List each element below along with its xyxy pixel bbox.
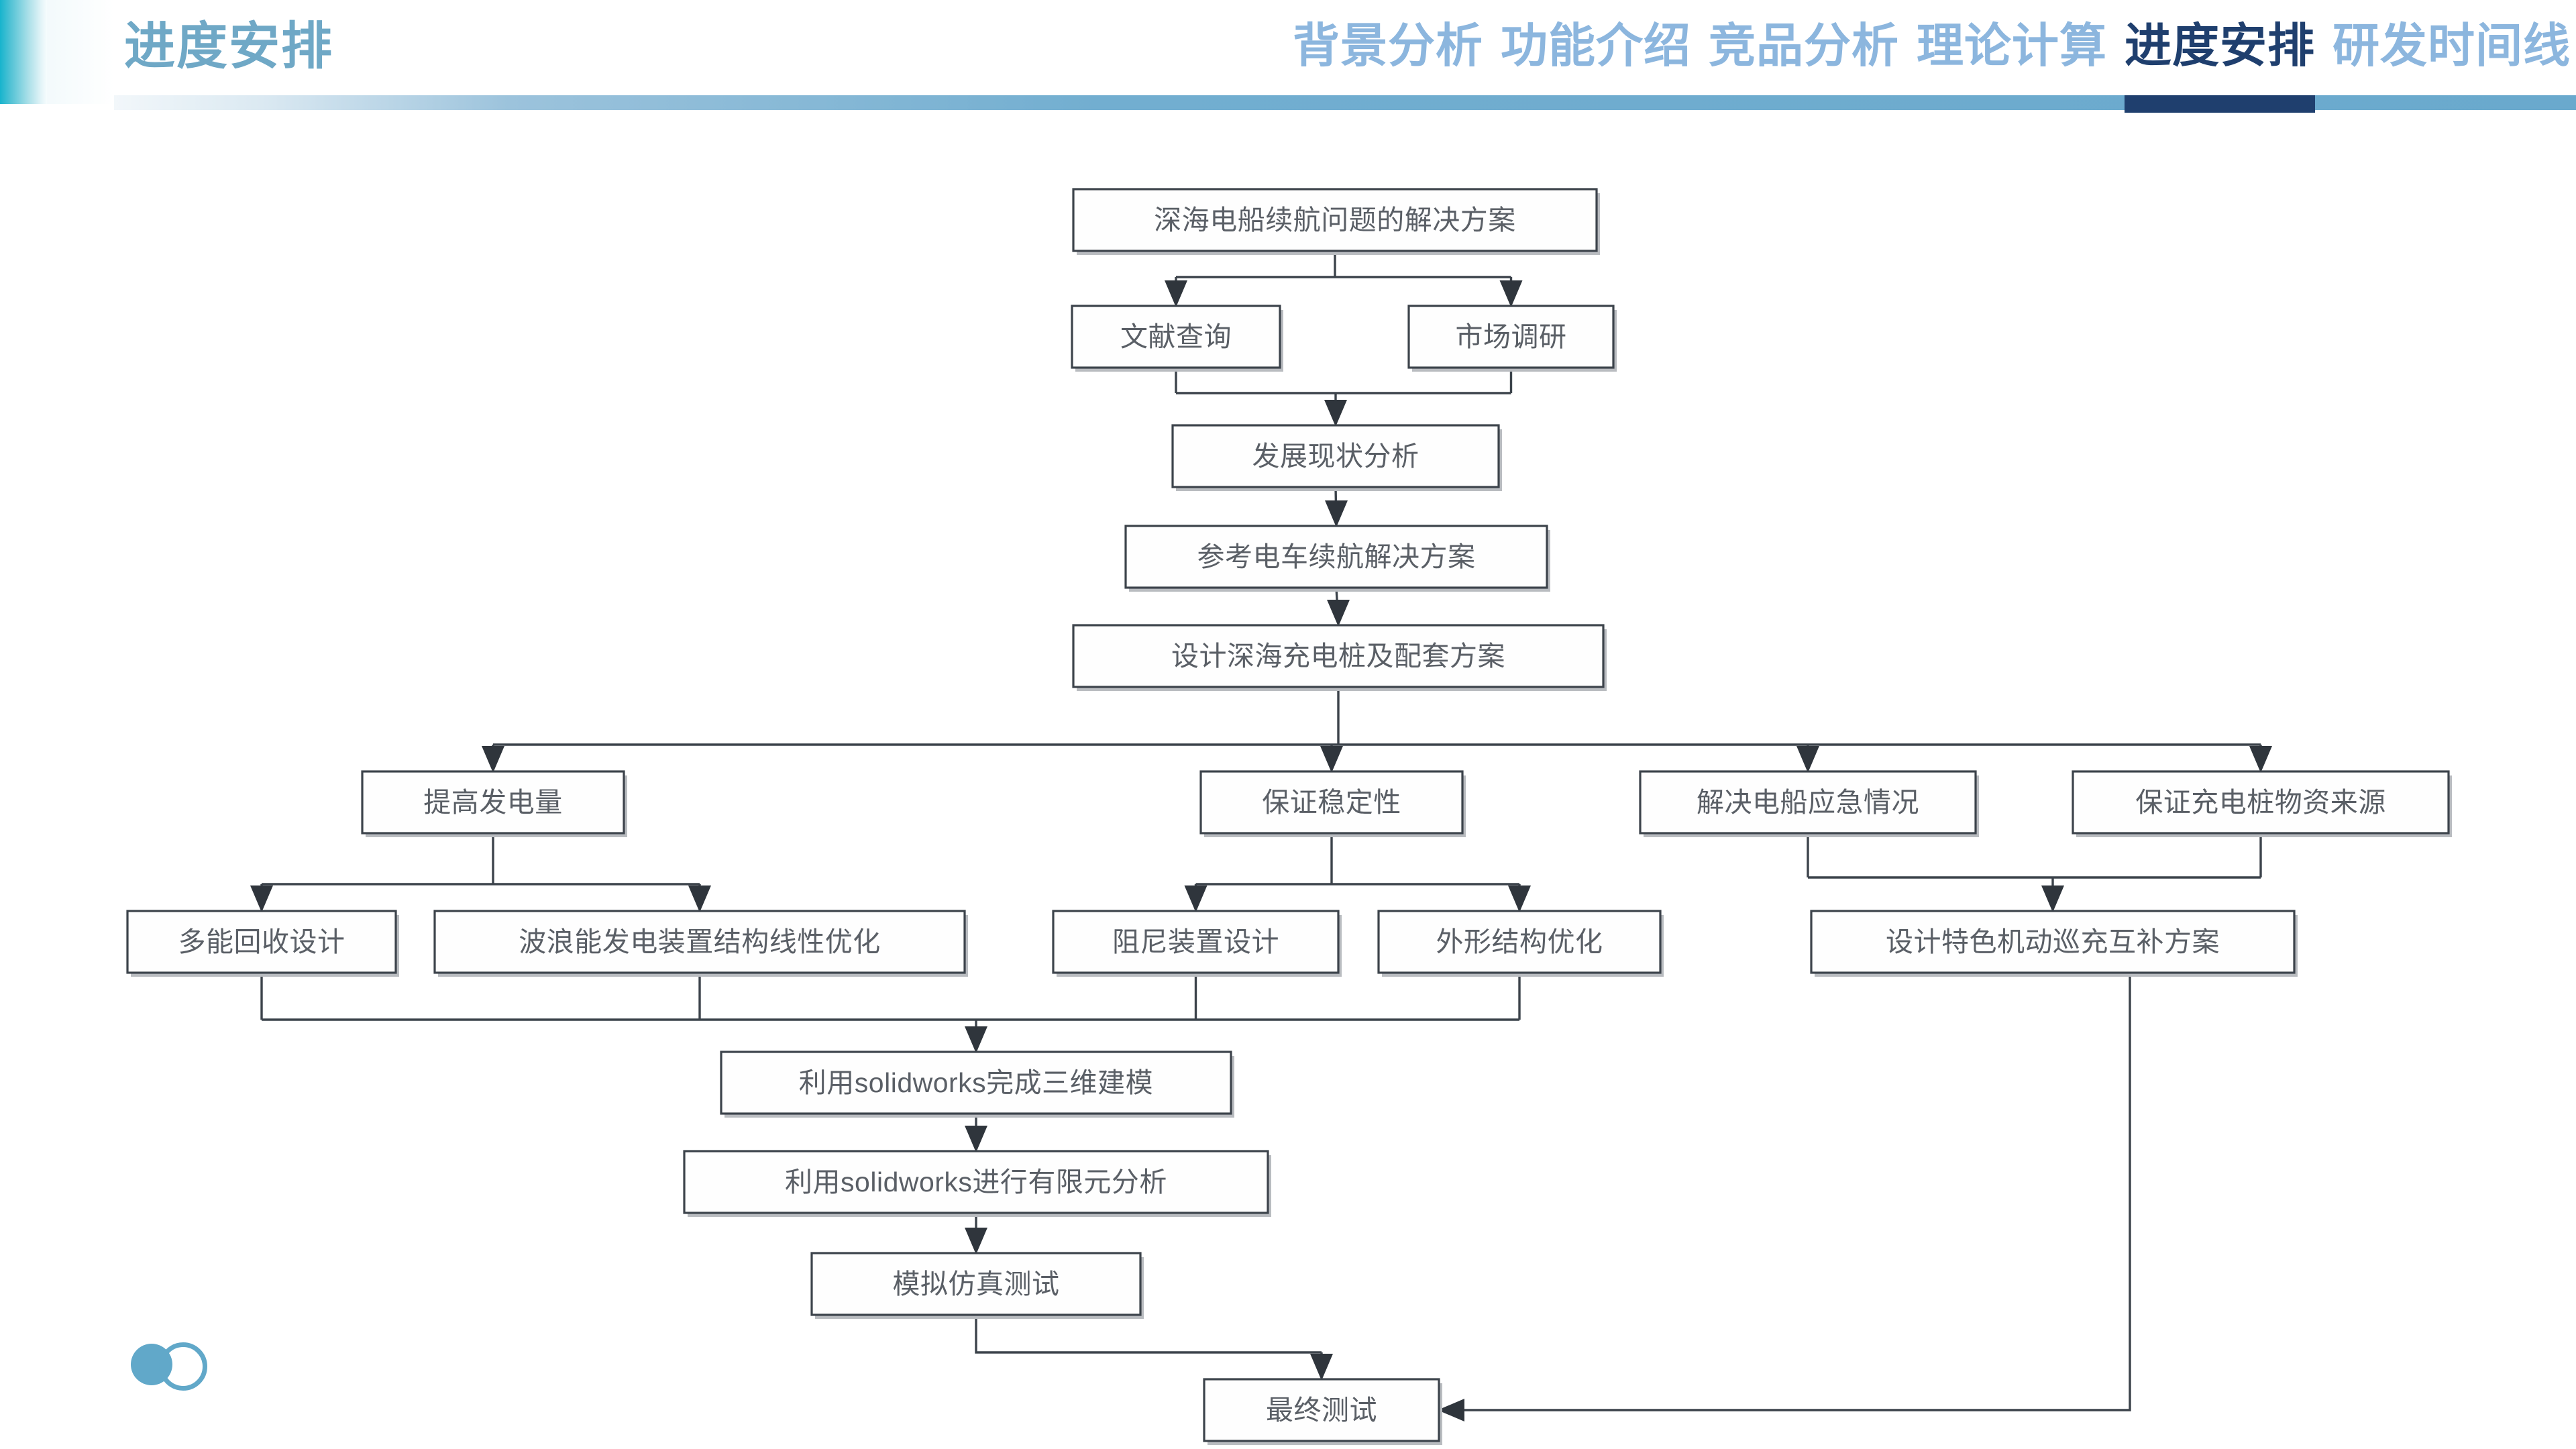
flow-node-label: 文献查询	[1120, 321, 1232, 352]
left-accent-gradient	[0, 0, 47, 104]
flowchart-area: 深海电船续航问题的解决方案文献查询 市场调研发展现状分析参考电车续航解决方案设计深…	[0, 113, 2576, 1449]
flow-node-label: 阻尼装置设计	[1112, 926, 1279, 957]
flowchart-edges	[250, 251, 2272, 1421]
flow-node-label: 设计深海充电桩及配套方案	[1171, 641, 1505, 672]
flow-node-label: 设计特色机动巡充互补方案	[1886, 926, 2220, 957]
tab-5-active[interactable]: 进度安排	[2125, 19, 2315, 72]
tab-6[interactable]: 研发时间线	[2332, 19, 2571, 72]
flow-node-label: 波浪能发电装置结构线性优化	[519, 926, 881, 957]
nav-tabs[interactable]: 背景分析功能介绍竞品分析理论计算进度安排研发时间线	[1293, 12, 2571, 79]
divider-active-indicator	[2125, 95, 2315, 113]
flow-node-label: 参考电车续航解决方案	[1197, 541, 1476, 572]
tab-1[interactable]: 背景分析	[1293, 19, 1483, 72]
decorative-circles	[131, 1338, 218, 1392]
tab-2[interactable]: 功能介绍	[1501, 19, 1691, 72]
flow-node-label: 市场调研	[1456, 321, 1567, 352]
flow-node-label: 外形结构优化	[1436, 926, 1603, 957]
flow-node-label: 最终测试	[1266, 1395, 1377, 1426]
left-accent-fade	[47, 0, 114, 104]
page-title: 进度安排	[124, 18, 333, 75]
flow-node-label: 利用solidworks进行有限元分析	[785, 1167, 1167, 1197]
tab-4[interactable]: 理论计算	[1917, 19, 2107, 72]
divider-line	[114, 95, 2576, 110]
flow-node-label: 深海电船续航问题的解决方案	[1154, 205, 1516, 235]
header-divider	[0, 95, 2576, 113]
flow-node-label: 发展现状分析	[1252, 441, 1419, 472]
flow-node-label: 提高发电量	[423, 787, 563, 818]
outline-circle-icon	[159, 1342, 207, 1391]
slide-header: 进度安排 背景分析功能介绍竞品分析理论计算进度安排研发时间线	[0, 0, 2576, 113]
flow-node-label: 保证稳定性	[1262, 787, 1401, 818]
flow-node-label: 保证充电桩物资来源	[2135, 787, 2386, 818]
flow-node-label: 模拟仿真测试	[893, 1269, 1060, 1299]
flow-node-label: 多能回收设计	[178, 926, 345, 957]
tab-3[interactable]: 竞品分析	[1709, 19, 1899, 72]
flow-node-label: 利用solidworks完成三维建模	[799, 1067, 1153, 1098]
flow-node-label: 解决电船应急情况	[1697, 787, 1919, 818]
